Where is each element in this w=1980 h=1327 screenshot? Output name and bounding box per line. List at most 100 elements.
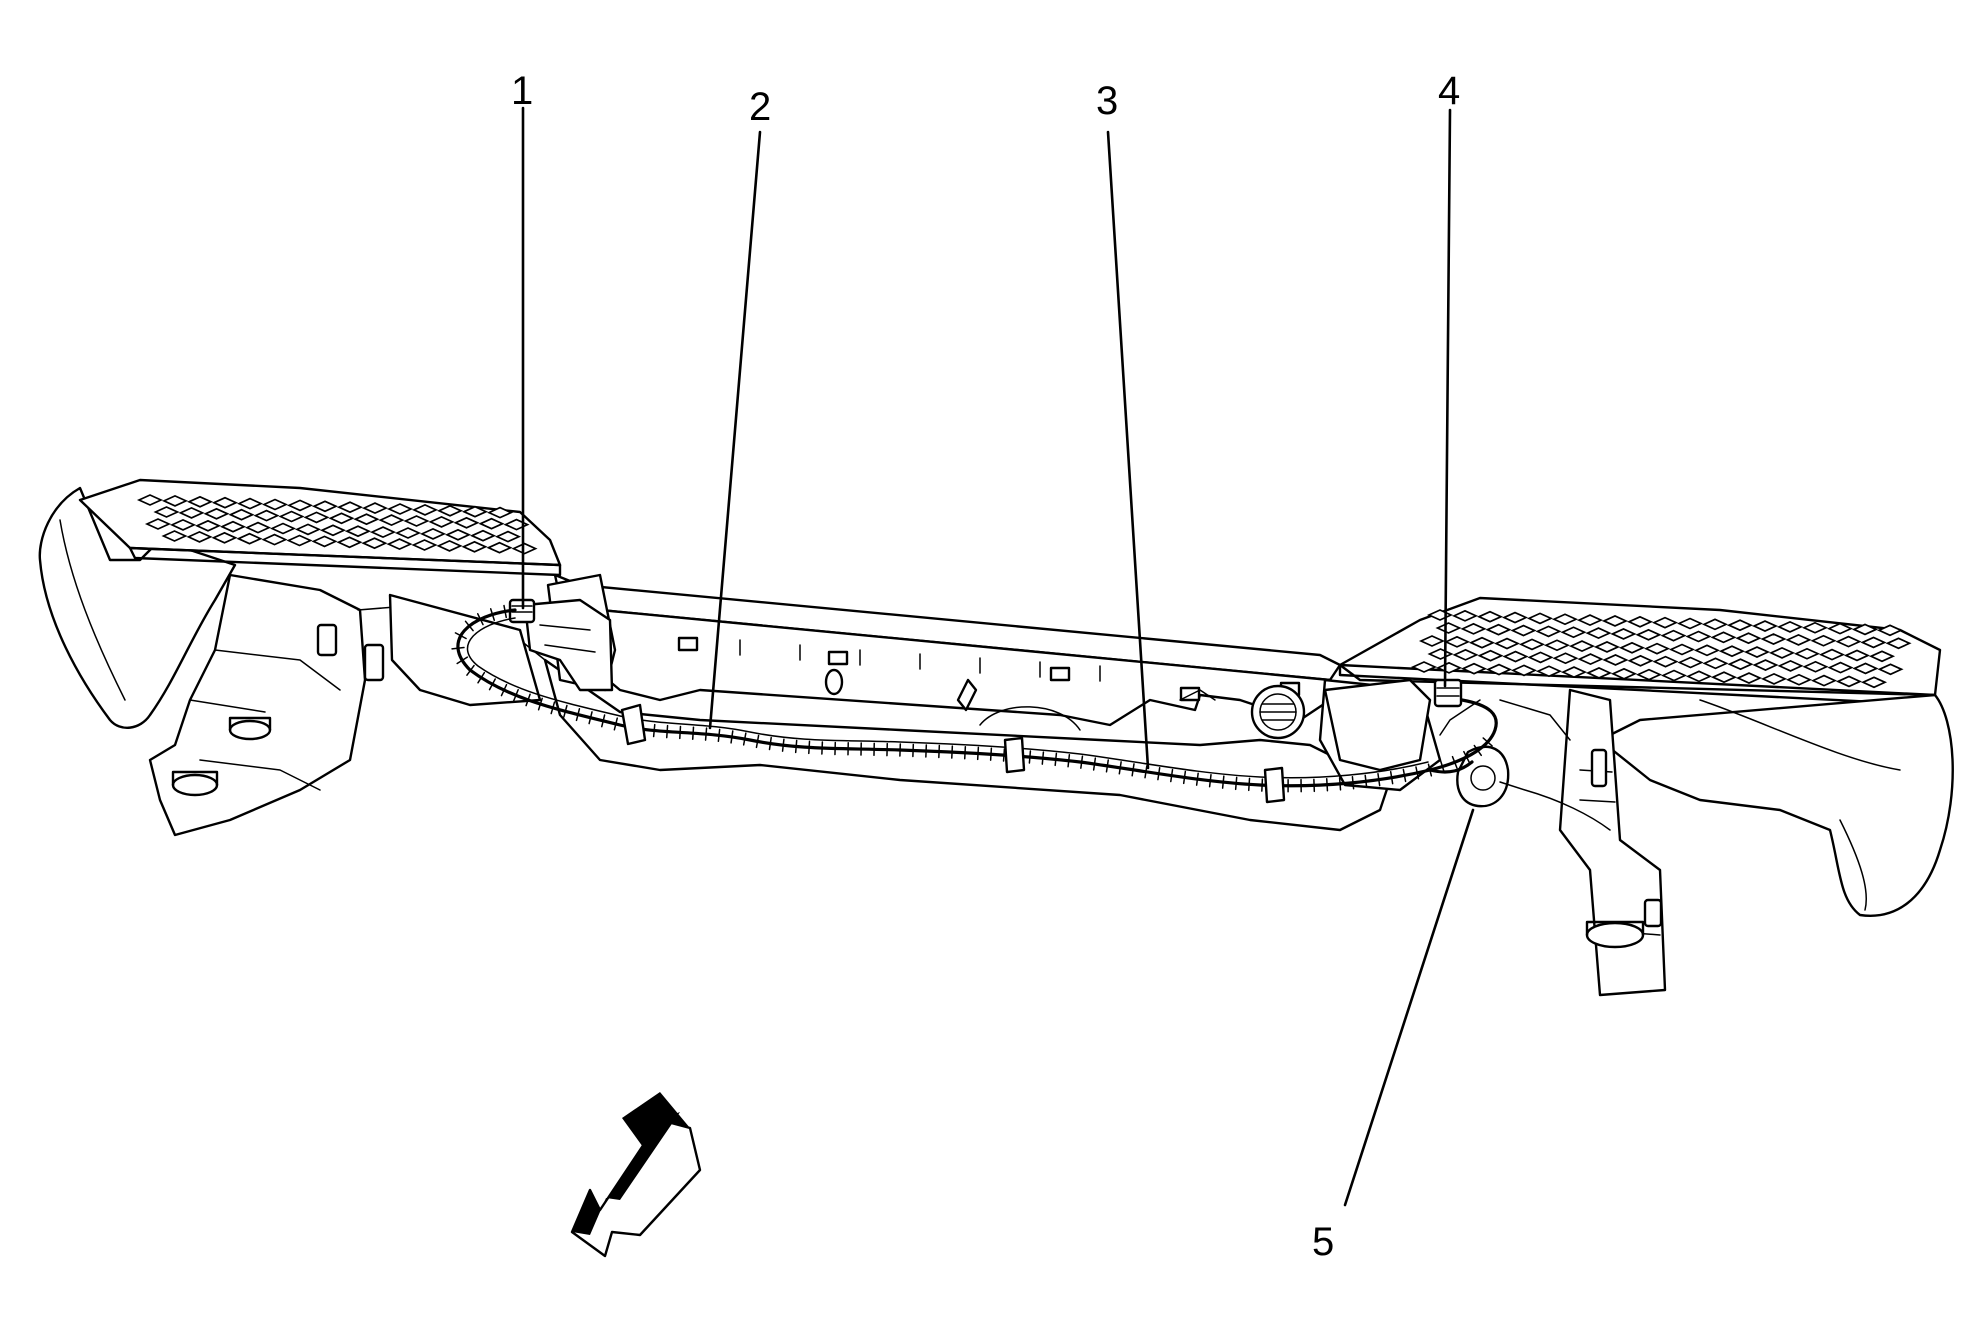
harness-wrap	[1473, 744, 1482, 757]
tread-diamond	[1618, 641, 1646, 654]
harness-wrap	[601, 714, 606, 728]
beam-fastener	[677, 636, 699, 652]
harness-wrap	[794, 739, 798, 754]
tread-diamond	[1760, 633, 1787, 645]
tread-diamond	[153, 506, 180, 518]
harness-wrap	[1325, 777, 1329, 792]
tread-diamond	[336, 536, 363, 549]
harness-wrap	[456, 656, 469, 665]
tread-diamond	[353, 513, 380, 526]
tread-diamond	[261, 533, 288, 546]
harness-wrap	[1105, 759, 1110, 773]
harness-wrap	[1028, 750, 1032, 764]
harness-wrap	[1377, 772, 1381, 787]
tread-diamond	[1593, 641, 1621, 653]
tread-diamond	[1693, 644, 1721, 657]
callout-2: 2	[749, 85, 771, 129]
harness-wrap	[1002, 748, 1006, 762]
tread-diamond	[1660, 629, 1687, 642]
harness-wrap	[476, 613, 484, 626]
tread-diamond	[1643, 642, 1671, 655]
tread-diamond	[1810, 634, 1837, 647]
callout-1: 1	[511, 69, 533, 113]
tread-diamond	[1576, 614, 1604, 627]
tread-diamond	[1552, 652, 1579, 665]
tread-diamond	[378, 514, 405, 527]
harness-wrap	[1261, 778, 1264, 792]
tread-diamond	[1485, 623, 1512, 636]
harness-wrap	[1451, 755, 1458, 769]
harness-wrap	[963, 745, 967, 760]
tread-diamond	[294, 523, 322, 536]
harness-wrap	[464, 620, 474, 632]
tread-diamond	[361, 537, 388, 550]
harness-wrap	[755, 734, 760, 749]
harness-wrap	[1439, 760, 1445, 774]
tread-diamond	[1860, 636, 1887, 649]
tread-diamond	[1852, 662, 1879, 675]
harness-wrap	[1482, 737, 1493, 747]
tread-diamond	[394, 527, 422, 539]
tread-diamond	[303, 511, 330, 524]
tread-diamond	[1710, 671, 1738, 684]
tread-diamond	[144, 518, 172, 530]
leader-line-5	[1343, 808, 1475, 1207]
tread-diamond	[1827, 661, 1854, 674]
harness-wrap	[1234, 776, 1238, 791]
tread-diamond	[136, 494, 164, 506]
harness-wrap	[512, 689, 519, 702]
harness-wrap	[466, 664, 475, 676]
tread-diamond	[403, 515, 430, 527]
tread-diamond	[236, 497, 264, 510]
center-bumper-beam	[543, 573, 1392, 832]
tread-diamond	[278, 510, 305, 523]
harness-wrap	[488, 678, 496, 691]
tread-diamond	[236, 532, 263, 545]
tread-diamond	[1785, 633, 1812, 646]
harness-wrap	[537, 697, 543, 711]
tread-diamond	[286, 534, 313, 547]
harness-wrap	[976, 746, 980, 761]
left-step-pad	[78, 478, 562, 577]
tread-diamond	[211, 496, 239, 509]
harness-wrap	[768, 736, 772, 751]
tread-diamond	[1785, 673, 1813, 686]
tread-diamond	[1502, 650, 1529, 663]
callout-labels: 1 2 3 4 5	[511, 69, 1460, 1264]
tread-diamond	[253, 509, 280, 522]
harness-wrap	[1247, 777, 1251, 792]
tread-diamond	[1476, 610, 1504, 623]
tread-diamond	[1577, 653, 1604, 666]
tread-diamond	[1510, 624, 1537, 637]
harness-wrap	[1131, 763, 1135, 777]
harness-wrap	[1067, 754, 1071, 768]
harness-wrap	[1054, 752, 1058, 767]
tread-diamond	[1560, 666, 1588, 679]
tread-diamond	[1818, 648, 1846, 661]
tread-diamond	[1518, 638, 1546, 651]
tread-diamond	[361, 502, 389, 515]
tread-diamond	[1685, 670, 1713, 683]
tread-diamond	[1760, 672, 1788, 685]
tread-diamond	[1610, 628, 1637, 640]
harness-wrap	[575, 708, 581, 722]
harness-wrap	[730, 730, 734, 744]
harness-wrap	[1080, 755, 1084, 769]
tread-diamond	[1452, 648, 1479, 661]
tread-diamond	[1702, 657, 1729, 670]
tread-diamond	[453, 516, 480, 529]
tread-diamond	[1443, 635, 1471, 648]
leader-line-3	[1106, 130, 1150, 770]
harness-wrap	[951, 745, 954, 759]
tread-diamond	[444, 528, 472, 541]
harness-wrap	[1041, 751, 1045, 765]
tread-diamond	[386, 503, 414, 515]
tread-diamond	[1660, 669, 1688, 682]
harness-wrap	[454, 632, 467, 640]
tread-diamond	[1735, 632, 1762, 645]
harness-wrap	[525, 693, 531, 707]
tread-diamond	[478, 517, 505, 530]
tread-diamond	[1560, 626, 1587, 639]
tread-diamond	[1451, 609, 1479, 622]
